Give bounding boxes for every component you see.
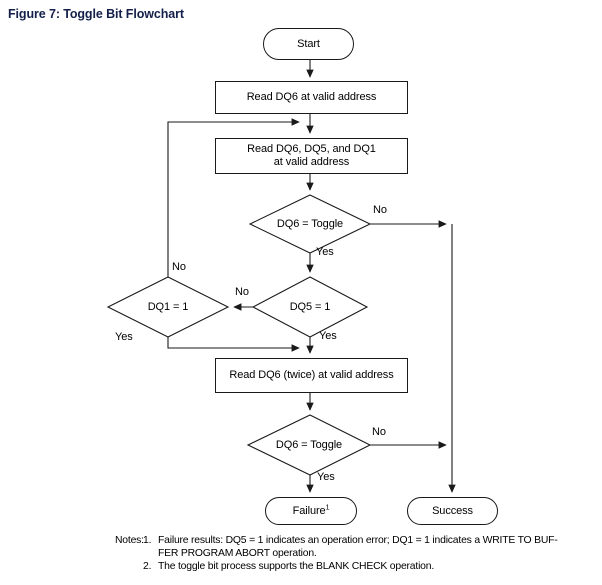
note-2-number: 2.	[143, 561, 152, 572]
node-read-dq6-dq5-dq1: Read DQ6, DQ5, and DQ1 at valid address	[215, 138, 408, 174]
edge-label-toggle2-yes: Yes	[317, 471, 335, 483]
edge-label-toggle2-no: No	[372, 426, 386, 438]
diamond-dq6-toggle-2	[246, 414, 372, 476]
edge-label-toggle1-no: No	[373, 204, 387, 216]
edge-label-dq1-yes: Yes	[115, 331, 133, 343]
node-read-dq6-label: Read DQ6 at valid address	[246, 91, 377, 103]
edge-label-toggle1-yes: Yes	[316, 246, 334, 258]
node-start-label: Start	[297, 37, 320, 50]
node-failure: Failure1	[265, 497, 357, 525]
note-1-line-1: Failure results: DQ5 = 1 indicates an op…	[158, 535, 558, 546]
decision-dq1-eq-1-label: DQ1 = 1	[147, 301, 189, 313]
node-read-dq6-twice: Read DQ6 (twice) at valid address	[215, 358, 408, 393]
decision-dq5-eq-1-label: DQ5 = 1	[289, 301, 331, 313]
node-failure-text: Failure	[292, 504, 326, 517]
edge-dq1-yes	[167, 337, 300, 352]
notes-label: Notes:	[115, 535, 144, 546]
note-1-number: 1.	[143, 535, 152, 546]
edge-label-dq5-no: No	[235, 286, 249, 298]
node-read-dq6-twice-label: Read DQ6 (twice) at valid address	[229, 369, 394, 381]
failure-note-ref: 1	[325, 503, 330, 511]
diamond-dq6-toggle-1	[248, 194, 372, 254]
node-read-dq6-dq5-dq1-line1: Read DQ6, DQ5, and DQ1	[247, 143, 376, 155]
diamond-dq1-eq-1	[106, 276, 230, 338]
node-read-dq6: Read DQ6 at valid address	[215, 81, 408, 114]
edge-label-dq1-no: No	[172, 261, 186, 273]
note-1-line-2: FER PROGRAM ABORT operation.	[158, 548, 317, 559]
node-success-label: Success	[432, 504, 473, 517]
diamond-dq5-eq-1	[251, 276, 369, 338]
decision-dq6-toggle-1-label: DQ6 = Toggle	[276, 218, 344, 230]
node-success: Success	[407, 497, 498, 525]
node-failure-label: Failure1	[292, 503, 330, 518]
decision-dq6-toggle-2-label: DQ6 = Toggle	[275, 439, 343, 451]
edge-label-dq5-yes: Yes	[319, 330, 337, 342]
edge-dq1-no-loop	[167, 118, 300, 277]
node-read-dq6-dq5-dq1-line2: at valid address	[273, 156, 350, 168]
figure-title: Figure 7: Toggle Bit Flowchart	[8, 7, 184, 21]
note-2-line-1: The toggle bit process supports the BLAN…	[158, 561, 435, 572]
node-read-dq6-dq5-dq1-label: Read DQ6, DQ5, and DQ1 at valid address	[247, 143, 376, 169]
node-start: Start	[263, 28, 354, 60]
